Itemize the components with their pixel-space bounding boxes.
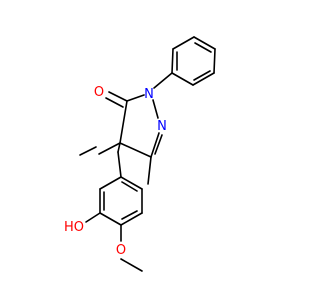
bond xyxy=(193,36,216,50)
bond xyxy=(194,42,212,53)
bond xyxy=(152,99,159,119)
bond xyxy=(147,156,152,185)
bond xyxy=(126,94,145,102)
bond xyxy=(119,142,152,158)
bond xyxy=(121,210,138,220)
bond xyxy=(193,70,211,81)
atom-label-carbonyl-oxygen: O xyxy=(94,85,104,100)
bond xyxy=(119,100,128,144)
bond xyxy=(117,142,121,153)
molecule-structure: O N N HO O xyxy=(64,36,216,272)
bond xyxy=(172,36,195,50)
bond xyxy=(85,212,101,223)
atom-label-methoxy-oxygen: O xyxy=(116,243,126,258)
bond xyxy=(171,72,194,86)
bond xyxy=(120,258,143,272)
bond xyxy=(99,212,122,226)
bond xyxy=(99,176,122,190)
atom-label-nitrogen-1: N xyxy=(144,87,154,102)
bond xyxy=(108,91,128,102)
atom-label-nitrogen-2: N xyxy=(157,119,167,134)
bond xyxy=(105,97,124,108)
atom-labels: O N N HO O xyxy=(64,85,167,258)
bond xyxy=(150,132,160,158)
bond xyxy=(98,142,121,155)
bond xyxy=(121,181,138,192)
bonds xyxy=(79,36,216,272)
bond xyxy=(79,146,97,156)
atom-label-hydroxyl: HO xyxy=(64,220,84,235)
bond xyxy=(171,48,174,74)
bond xyxy=(192,72,215,86)
structure-canvas: O N N HO O xyxy=(64,36,216,272)
bond xyxy=(117,151,122,178)
bond xyxy=(120,176,143,190)
bond xyxy=(153,72,173,89)
bond xyxy=(154,134,163,155)
bond xyxy=(120,212,143,226)
bond xyxy=(213,48,216,74)
